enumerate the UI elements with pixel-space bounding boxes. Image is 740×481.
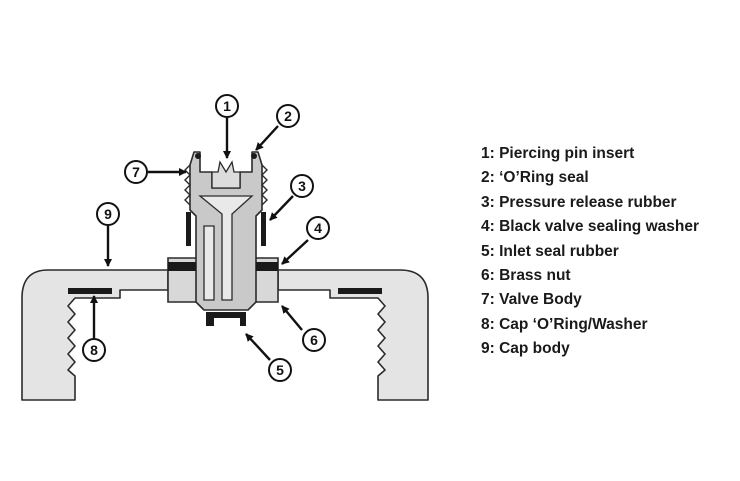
arrow-5: [245, 333, 271, 361]
parts-legend: 1: Piercing pin insert 2: ‘O’Ring seal 3…: [481, 142, 699, 362]
callout-number-1: 1: [223, 98, 231, 114]
arrow-2: [255, 125, 279, 151]
callout-number-2: 2: [284, 108, 292, 124]
callout-9: 9: [96, 202, 120, 226]
callout-number-4: 4: [314, 220, 322, 236]
callout-number-3: 3: [298, 178, 306, 194]
oring-seal-right: [251, 153, 257, 159]
valve-sealing-washer-right: [256, 262, 278, 271]
valve-side-channel: [203, 225, 215, 301]
cap-body-outline: [21, 269, 429, 401]
callout-number-9: 9: [104, 206, 112, 222]
valve-sealing-washer-left: [168, 262, 196, 271]
valve-body: [184, 151, 268, 311]
inlet-seal-rubber: [206, 312, 246, 326]
legend-item-5: 5: Inlet seal rubber: [481, 242, 619, 260]
cap-body: [21, 269, 429, 401]
callout-6: 6: [302, 328, 326, 352]
valve-funnel: [198, 195, 254, 301]
pressure-release-rubber-right: [261, 212, 266, 246]
callout-5: 5: [268, 358, 292, 382]
callout-number-8: 8: [90, 342, 98, 358]
valve-thread-right: [261, 164, 268, 206]
callout-7: 7: [124, 160, 148, 184]
callout-3: 3: [290, 174, 314, 198]
arrow-4: [281, 239, 309, 265]
pressure-release-rubber-left: [186, 212, 191, 246]
callout-1: 1: [215, 94, 239, 118]
legend-item-4: 4: Black valve sealing washer: [481, 218, 699, 236]
callout-2: 2: [276, 104, 300, 128]
legend-item-1: 1: Piercing pin insert: [481, 145, 635, 162]
callout-number-7: 7: [132, 164, 140, 180]
arrow-3: [269, 195, 294, 221]
legend-item-8: 8: Cap ‘O’Ring/Washer: [481, 315, 648, 333]
callout-number-6: 6: [310, 332, 318, 348]
callout-number-5: 5: [276, 362, 284, 378]
callout-4: 4: [306, 216, 330, 240]
arrow-6: [281, 305, 303, 331]
legend-item-2: 2: ‘O’Ring seal: [481, 169, 589, 187]
callout-arrows: [90, 118, 309, 361]
legend-item-3: 3: Pressure release rubber: [481, 193, 677, 211]
callout-circles: 1 2 7 3 9 4 8: [82, 94, 330, 382]
callout-8: 8: [82, 338, 106, 362]
piercing-pin-insert: [211, 160, 241, 189]
oring-seal-left: [195, 153, 201, 159]
legend-item-9: 9: Cap body: [481, 340, 570, 358]
legend-item-7: 7: Valve Body: [481, 291, 582, 309]
cap-oring-washer-left: [68, 288, 112, 294]
cap-oring-washer-right: [338, 288, 382, 294]
legend-item-6: 6: Brass nut: [481, 266, 571, 284]
